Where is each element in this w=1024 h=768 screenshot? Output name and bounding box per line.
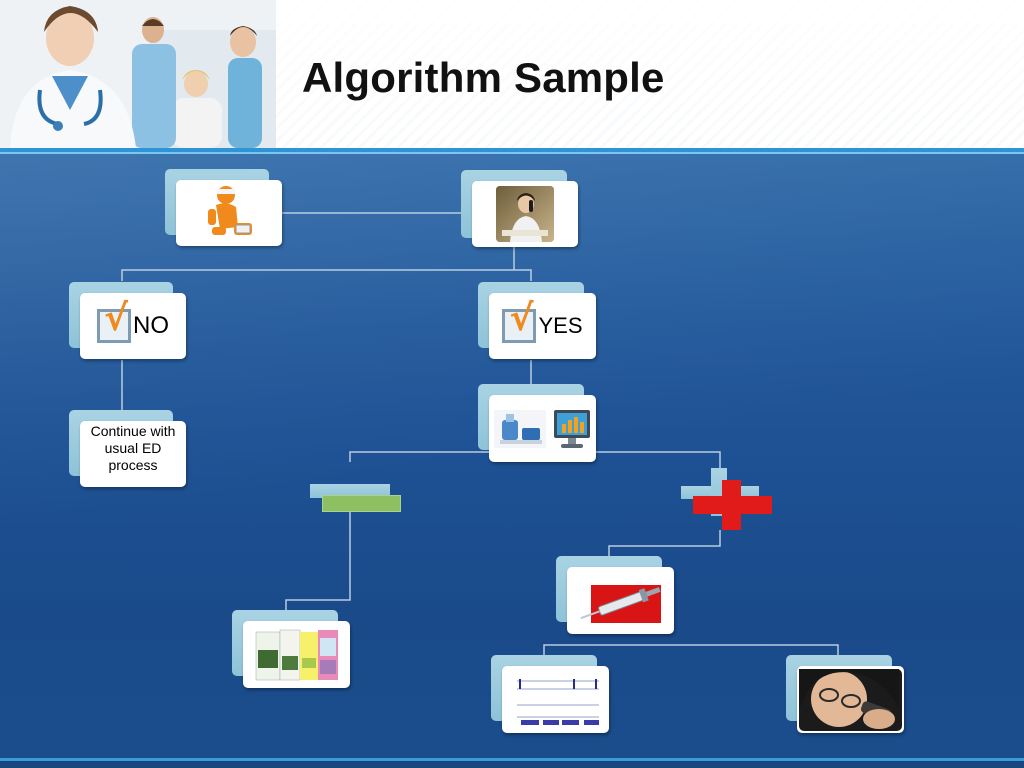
brochures-icon — [255, 629, 338, 680]
phone-operator-icon — [496, 186, 554, 242]
syringe-icon — [579, 584, 661, 623]
monitor-chart-icon — [553, 409, 590, 448]
node-syringe[interactable] — [567, 567, 674, 634]
node-brochures[interactable] — [243, 621, 350, 688]
node-yes[interactable]: √ YES — [489, 293, 596, 359]
header-photo — [0, 0, 276, 148]
node-equipment[interactable] — [489, 395, 596, 462]
bar-back — [310, 484, 390, 498]
header-divider-highlight — [0, 152, 1024, 154]
yes-label: YES — [538, 313, 583, 338]
node-phone-operator[interactable] — [472, 181, 578, 247]
node-no[interactable]: √ NO — [80, 293, 186, 359]
green-bar-node[interactable] — [322, 495, 401, 512]
lab-equipment-icon — [493, 409, 546, 448]
medical-staff-image — [0, 0, 276, 148]
document-chart-icon — [508, 670, 603, 729]
no-label: NO — [133, 312, 169, 339]
footer-band — [0, 761, 1024, 768]
node-injured-person[interactable] — [176, 180, 282, 246]
node-phone-caller[interactable] — [797, 666, 904, 733]
continue-note: Continue with usual ED process — [90, 423, 176, 473]
slide-title: Algorithm Sample — [302, 54, 665, 101]
header-fade — [276, 0, 1024, 148]
footer-divider — [0, 758, 1024, 761]
injured-person-icon — [198, 183, 260, 243]
header-divider — [0, 148, 1024, 152]
checkmark-icon: √ — [502, 298, 537, 343]
node-document[interactable] — [502, 666, 609, 733]
phone-caller-icon — [799, 668, 902, 731]
checkmark-icon: √ — [97, 298, 131, 343]
red-cross-icon[interactable] — [693, 480, 772, 530]
node-continue[interactable]: Continue with usual ED process — [80, 421, 186, 487]
